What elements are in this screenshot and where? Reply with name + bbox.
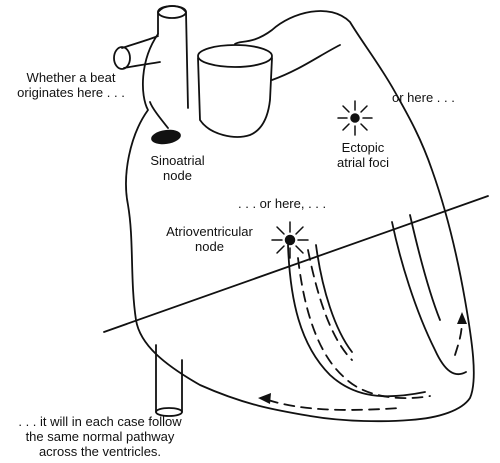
- ivc-bottom-opening: [155, 407, 183, 417]
- conclusion-line-2: the same normal pathway: [25, 429, 175, 444]
- conduction-path-left: [297, 257, 431, 399]
- aorta-top-opening: [157, 5, 187, 19]
- septum-inner-right: [409, 214, 441, 321]
- conduction-path-bottom: [267, 399, 401, 411]
- sa-node-line-1: Sinoatrial: [150, 153, 205, 168]
- sa-node-label: Sinoatrial node: [140, 153, 215, 183]
- atrial-pointer-line: [149, 101, 169, 129]
- sa-origin-label: Whether a beat originates here . . .: [6, 70, 136, 100]
- arrowhead-up: [457, 312, 467, 324]
- ectopic-line-2: atrial foci: [336, 155, 390, 170]
- ectopic-focus-starburst: [337, 100, 373, 136]
- sa-origin-line-2: originates here . . .: [17, 85, 125, 100]
- or-here-top-label: or here . . .: [392, 90, 455, 105]
- inferior-vena-cava: [155, 344, 183, 413]
- pulmonary-trunk-walls: [197, 57, 273, 138]
- av-node-line-2: node: [195, 239, 224, 254]
- conclusion-label: . . . it will in each case follow the sa…: [0, 414, 200, 459]
- conduction-path-right: [307, 249, 353, 361]
- sinoatrial-node-blob: [151, 129, 181, 145]
- septum-inner-left: [315, 244, 353, 353]
- sa-origin-line-1: Whether a beat: [26, 70, 116, 85]
- av-node-starburst: [271, 221, 309, 259]
- left-branch-opening: [113, 46, 131, 70]
- septum-outline-right: [391, 221, 467, 376]
- conduction-path-up: [454, 319, 463, 356]
- septum-outline-left: [287, 244, 426, 398]
- or-here-mid-label: . . . or here, . . .: [238, 196, 327, 211]
- av-node-line-1: Atrioventricular: [166, 224, 253, 239]
- upper-right-branch: [271, 44, 341, 81]
- conclusion-line-1: . . . it will in each case follow: [18, 414, 182, 429]
- conclusion-line-3: across the ventricles.: [38, 444, 162, 459]
- pulmonary-top-opening: [197, 44, 273, 68]
- ectopic-label: Ectopic atrial foci: [318, 140, 408, 170]
- heart-outline: [125, 10, 475, 423]
- av-plane-line: [103, 195, 489, 333]
- arrowhead-left: [258, 393, 271, 404]
- aorta-left-wall: [157, 5, 189, 109]
- av-node-label: Atrioventricular node: [152, 224, 267, 254]
- ectopic-line-1: Ectopic: [341, 140, 385, 155]
- sa-node-line-2: node: [163, 168, 192, 183]
